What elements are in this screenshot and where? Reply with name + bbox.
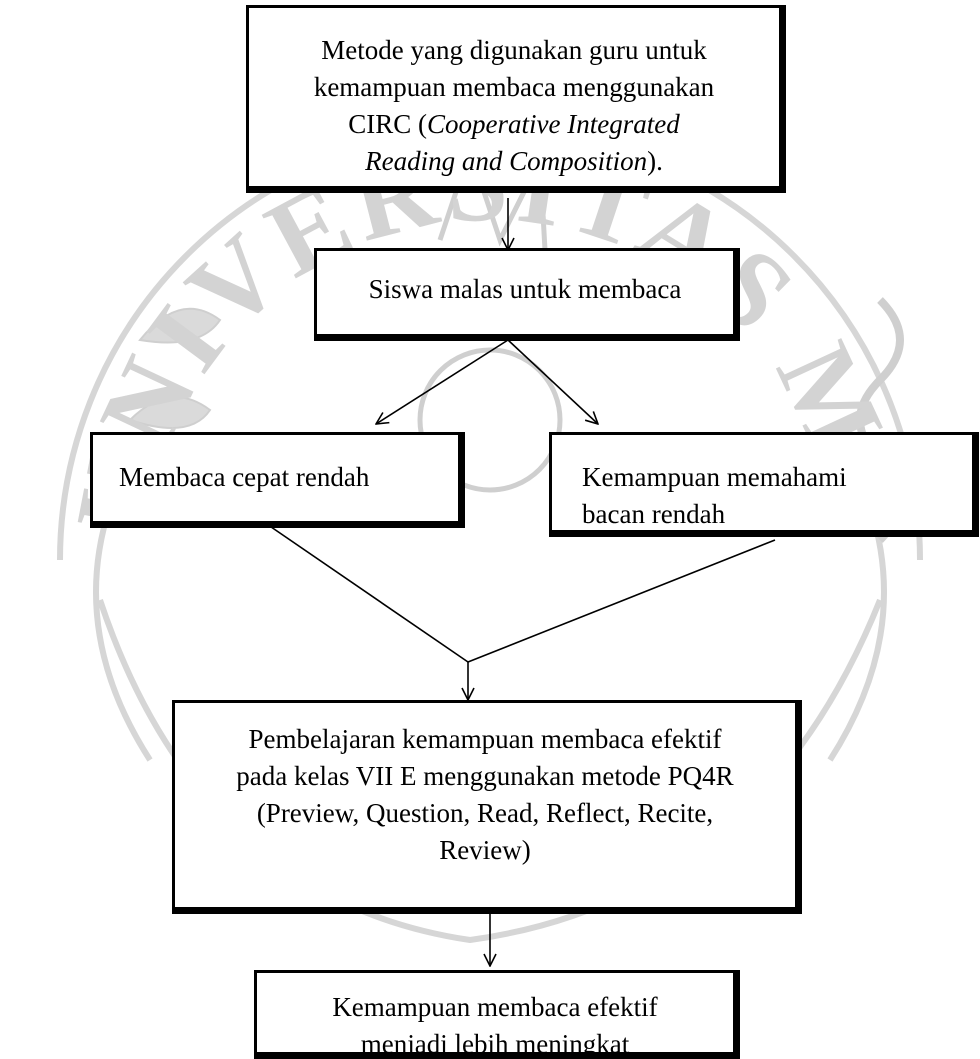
node-siswa-malas: Siswa malas untuk membaca [314, 248, 740, 341]
node-hasil: Kemampuan membaca efektif menjadi lebih … [254, 970, 740, 1059]
node-metode-circ-line3-italic: Cooperative Integrated [427, 109, 680, 139]
node-pembelajaran-pq4r: Pembelajaran kemampuan membaca efektif p… [172, 700, 802, 914]
node-hasil-line2: menjadi lebih meningkat [360, 1029, 630, 1059]
connector-pahami-to-join [467, 539, 776, 663]
node-metode-circ-line3: CIRC (Cooperative Integrated [249, 106, 779, 143]
node-hasil-line1: Kemampuan membaca efektif [332, 992, 658, 1022]
node-pq4r-line4: Review) [439, 835, 531, 865]
connector-cepat-to-join [257, 517, 469, 663]
node-metode-circ-line1: Metode yang digunakan guru untuk [321, 35, 707, 65]
connector-malas-to-cepat [376, 339, 509, 424]
node-membaca-cepat-text: Membaca cepat rendah [119, 462, 370, 492]
node-siswa-malas-text: Siswa malas untuk membaca [368, 274, 682, 304]
node-metode-circ-line2: kemampuan membaca menggunakan [313, 72, 715, 102]
node-metode-circ-line4-italic: Reading and Composition [365, 146, 648, 176]
node-memahami-bacaan-line1: Kemampuan memahami [582, 462, 847, 492]
node-pq4r-line2: pada kelas VII E menggunakan metode PQ4R [236, 761, 734, 791]
node-memahami-bacaan: Kemampuan memahami bacan rendah [549, 432, 979, 537]
node-memahami-bacaan-line2: bacan rendah [582, 499, 726, 529]
node-pq4r-line1: Pembelajaran kemampuan membaca efektif [248, 724, 722, 754]
node-metode-circ: Metode yang digunakan guru untuk kemampu… [246, 5, 786, 193]
node-pq4r-line3: (Preview, Question, Read, Reflect, Recit… [256, 798, 714, 828]
connector-malas-to-pahami [507, 339, 598, 424]
node-metode-circ-line3-prefix: CIRC ( [348, 109, 428, 139]
node-metode-circ-line4: Reading and Composition). [249, 143, 779, 180]
node-metode-circ-line4-suffix: ). [647, 146, 663, 176]
node-membaca-cepat: Membaca cepat rendah [90, 432, 465, 528]
